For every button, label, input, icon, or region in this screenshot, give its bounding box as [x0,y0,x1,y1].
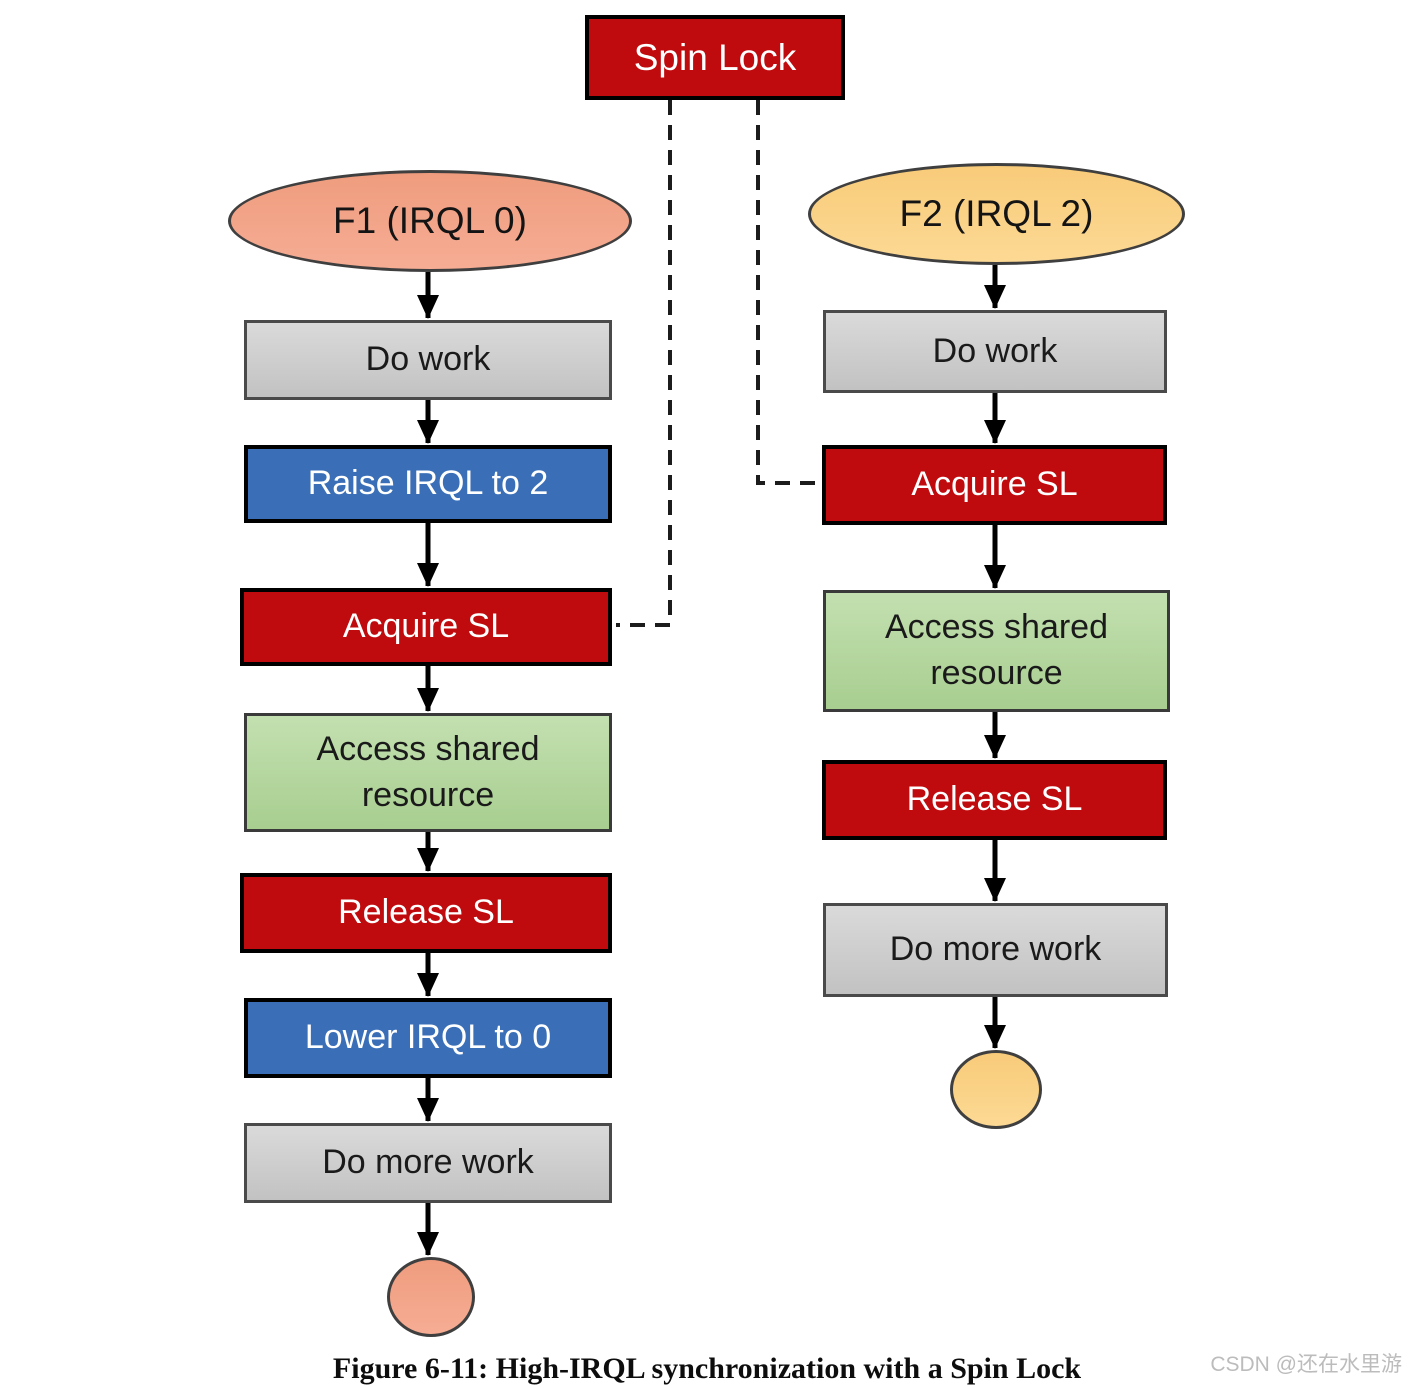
spin-lock-box: Spin Lock [585,15,845,100]
f1-raise-irql-box: Raise IRQL to 2 [244,445,612,523]
f2-do-work-box: Do work [823,310,1167,393]
f1-do-more-work-box: Do more work [244,1123,612,1203]
figure-caption: Figure 6-11: High-IRQL synchronization w… [332,1352,1082,1385]
csdn-watermark: CSDN @还在水里游 [1210,1353,1402,1376]
f1-release-sl-box: Release SL [240,873,612,953]
f1-do-work-box: Do work [244,320,612,400]
f2-start-ellipse: F2 (IRQL 2) [808,163,1185,265]
dashed-spinlock-to-f1-acquire [616,100,672,627]
dashed-spinlock-to-f2-acquire [756,100,818,485]
f2-do-more-work-box: Do more work [823,903,1168,997]
f1-lower-irql-box: Lower IRQL to 0 [244,998,612,1078]
f1-end-circle [387,1257,475,1337]
f1-access-shared-resource-box: Access shared resource [244,713,612,832]
f1-acquire-sl-box: Acquire SL [240,588,612,666]
f2-access-shared-resource-box: Access shared resource [823,590,1170,712]
f2-release-sl-box: Release SL [822,760,1167,840]
f2-acquire-sl-box: Acquire SL [822,445,1167,525]
f2-end-circle [950,1050,1042,1129]
f1-start-ellipse: F1 (IRQL 0) [228,170,632,272]
